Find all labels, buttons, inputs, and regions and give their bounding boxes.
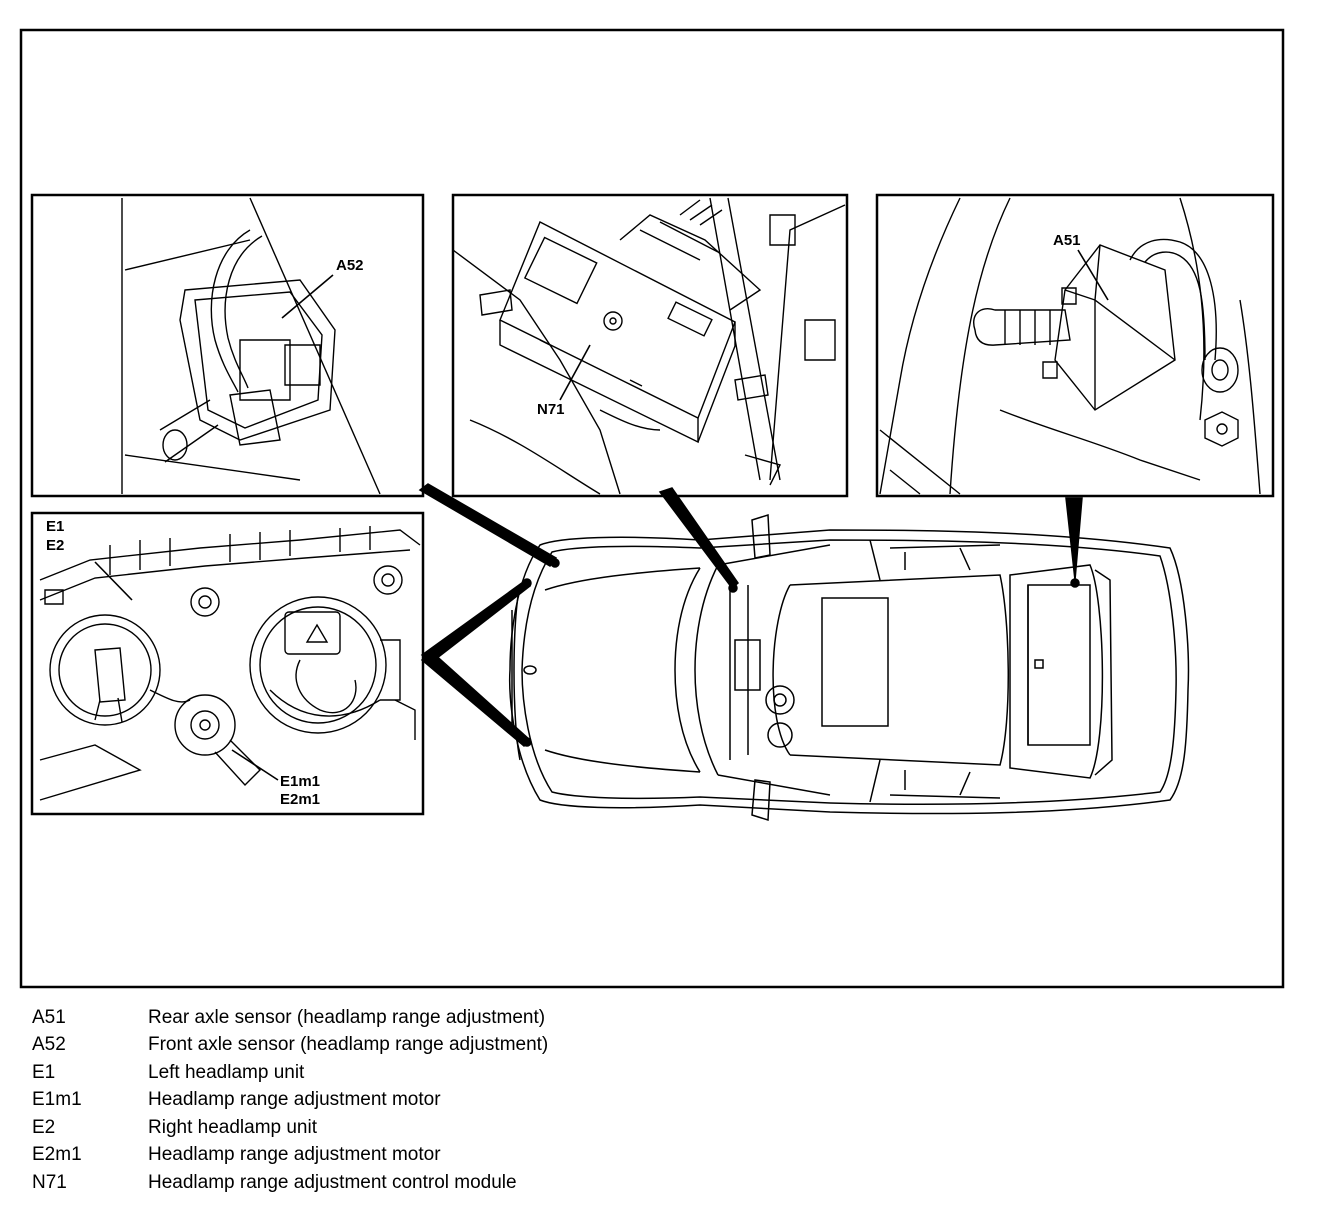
legend-description: Rear axle sensor (headlamp range adjustm…: [148, 1006, 546, 1028]
e1m1-leader: [232, 750, 278, 780]
inset-front-axle-sensor: A52: [32, 195, 423, 496]
a52-leader: [282, 275, 333, 318]
legend-code: E2: [32, 1116, 56, 1138]
e1-leader: [95, 562, 132, 600]
legend-row: A51 Rear axle sensor (headlamp range adj…: [32, 1004, 932, 1032]
legend-row: E2 Right headlamp unit: [32, 1114, 932, 1142]
legend-row: N71 Headlamp range adjustment control mo…: [32, 1169, 932, 1197]
e1-label: E1: [46, 518, 64, 535]
legend-code: E2m1: [32, 1144, 82, 1166]
legend-code: N71: [32, 1171, 67, 1193]
legend-row: A52 Front axle sensor (headlamp range ad…: [32, 1032, 932, 1060]
n71-leader: [560, 345, 590, 400]
legend-description: Right headlamp unit: [148, 1116, 317, 1138]
legend-code: A51: [32, 1006, 66, 1028]
e2m1-label: E2m1: [280, 791, 320, 808]
n71-label: N71: [537, 401, 565, 418]
legend-code: A52: [32, 1034, 66, 1056]
legend-row: E2m1 Headlamp range adjustment motor: [32, 1142, 932, 1170]
legend-description: Left headlamp unit: [148, 1061, 305, 1083]
a51-leader: [1078, 250, 1108, 300]
diagram-frame: [21, 30, 1283, 987]
inset-rear-axle-sensor: A51: [877, 195, 1273, 496]
legend-description: Headlamp range adjustment motor: [148, 1089, 441, 1111]
e2-label: E2: [46, 537, 64, 554]
legend-description: Headlamp range adjustment motor: [148, 1144, 441, 1166]
legend-description: Front axle sensor (headlamp range adjust…: [148, 1034, 549, 1056]
a52-label: A52: [336, 257, 364, 274]
inset-control-module: N71: [453, 195, 847, 496]
vehicle-top-view: [510, 515, 1189, 820]
callout-pointers: [420, 484, 1082, 746]
component-legend: A51 Rear axle sensor (headlamp range adj…: [32, 1004, 932, 1197]
legend-code: E1m1: [32, 1089, 82, 1111]
legend-row: E1m1 Headlamp range adjustment motor: [32, 1087, 932, 1115]
legend-code: E1: [32, 1061, 56, 1083]
inset-headlamp-unit: E1 E2 E1m1 E2m1: [32, 513, 423, 814]
a51-label: A51: [1053, 232, 1081, 249]
e1m1-label: E1m1: [280, 773, 320, 790]
legend-row: E1 Left headlamp unit: [32, 1059, 932, 1087]
legend-description: Headlamp range adjustment control module: [148, 1171, 517, 1193]
component-location-diagram: A52: [0, 0, 1328, 1000]
